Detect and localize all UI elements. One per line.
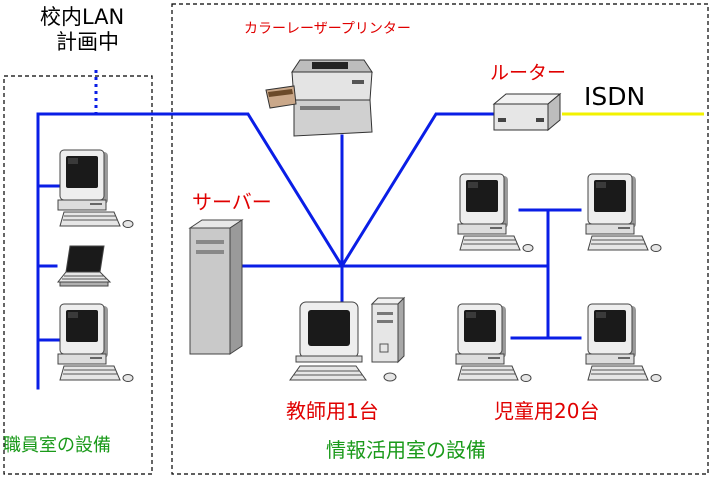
staff-desktop-pc-icon-2 — [57, 303, 134, 382]
teacher-desktop-pc-icon — [289, 301, 397, 382]
mini-tower-pc-icon — [370, 296, 406, 364]
student-desktop-pc-icon-4 — [585, 303, 662, 382]
campus-lan-label: 校内LAN — [40, 5, 125, 29]
staff-desktop-pc-icon-1 — [57, 149, 134, 228]
color-laser-printer-label: カラーレーザープリンター — [244, 21, 411, 37]
server-label: サーバー — [192, 190, 272, 214]
router-icon — [492, 92, 562, 132]
staff-room-label: 職員室の設備 — [3, 435, 111, 456]
lan-cabling — [36, 112, 582, 390]
router-label: ルーター — [490, 62, 567, 84]
laser-printer-icon — [265, 59, 373, 137]
isdn-label: ISDN — [584, 82, 646, 111]
planning-label: 計画中 — [56, 30, 119, 54]
student-desktop-pc-icon-3 — [455, 303, 532, 382]
laptop-icon — [57, 245, 111, 287]
info-room-label: 情報活用室の設備 — [326, 438, 486, 462]
info-room-boundary — [171, 3, 709, 475]
teacher-pc-label: 教師用1台 — [286, 399, 379, 423]
student-pc-label: 児童用20台 — [494, 399, 600, 423]
staff-room-boundary — [3, 75, 153, 475]
student-desktop-pc-icon-1 — [457, 173, 534, 252]
student-desktop-pc-icon-2 — [585, 173, 662, 252]
server-tower-icon — [188, 219, 244, 355]
